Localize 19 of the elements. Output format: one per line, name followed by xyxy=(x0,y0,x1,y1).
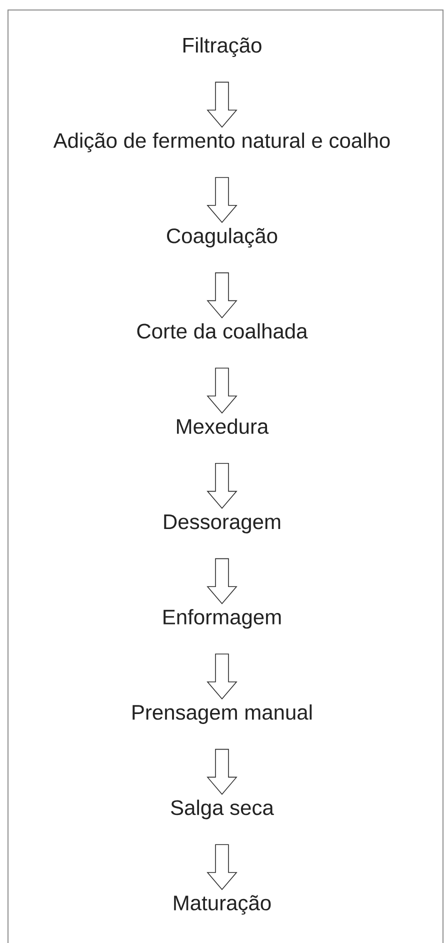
step-label: Mexedura xyxy=(177,418,269,434)
step-label: Adição de fermento natural e coalho xyxy=(53,132,390,152)
block-arrow xyxy=(206,654,238,700)
step-label: Prensagem manual xyxy=(132,704,312,724)
step-label: Maturação xyxy=(174,895,271,915)
step-label: Salga seca xyxy=(171,800,274,820)
block-arrow xyxy=(206,82,238,128)
step-label: Coagulação xyxy=(167,228,278,248)
block-arrow xyxy=(206,748,238,795)
block-arrow xyxy=(206,463,238,509)
block-arrow xyxy=(206,558,238,604)
step-label: Enformagem xyxy=(164,609,281,629)
block-arrow xyxy=(206,844,238,890)
step-label: Corte da coalhada xyxy=(137,323,308,339)
step-label: Filtração xyxy=(183,37,262,57)
block-arrow xyxy=(206,368,238,414)
block-arrow xyxy=(206,272,238,318)
step-label: Dessoragem xyxy=(164,514,280,534)
block-arrow xyxy=(206,177,238,224)
